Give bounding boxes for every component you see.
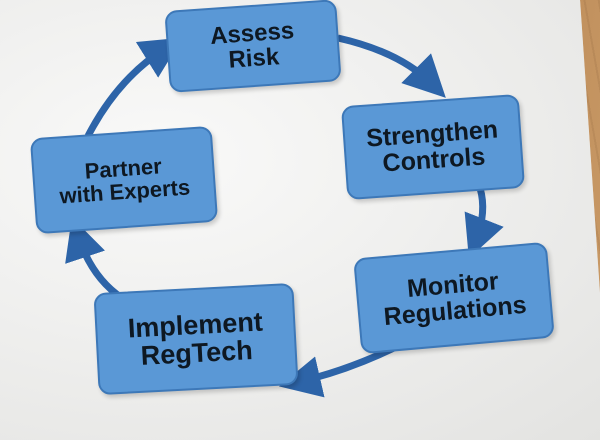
node-assess-risk: Assess Risk [164, 0, 342, 93]
node-partner-with-experts: Partner with Experts [29, 125, 219, 235]
arrow-assess-to-strengthen [337, 34, 446, 98]
arrow-implement-to-partner [65, 217, 125, 301]
arrow-partner-to-assess [84, 37, 183, 138]
node-implement-regtech: Implement RegTech [93, 282, 299, 396]
arrow-strengthen-to-monitor [464, 187, 504, 259]
node-strengthen-controls: Strengthen Controls [340, 93, 526, 201]
node-monitor-regulations: Monitor Regulations [353, 241, 555, 355]
